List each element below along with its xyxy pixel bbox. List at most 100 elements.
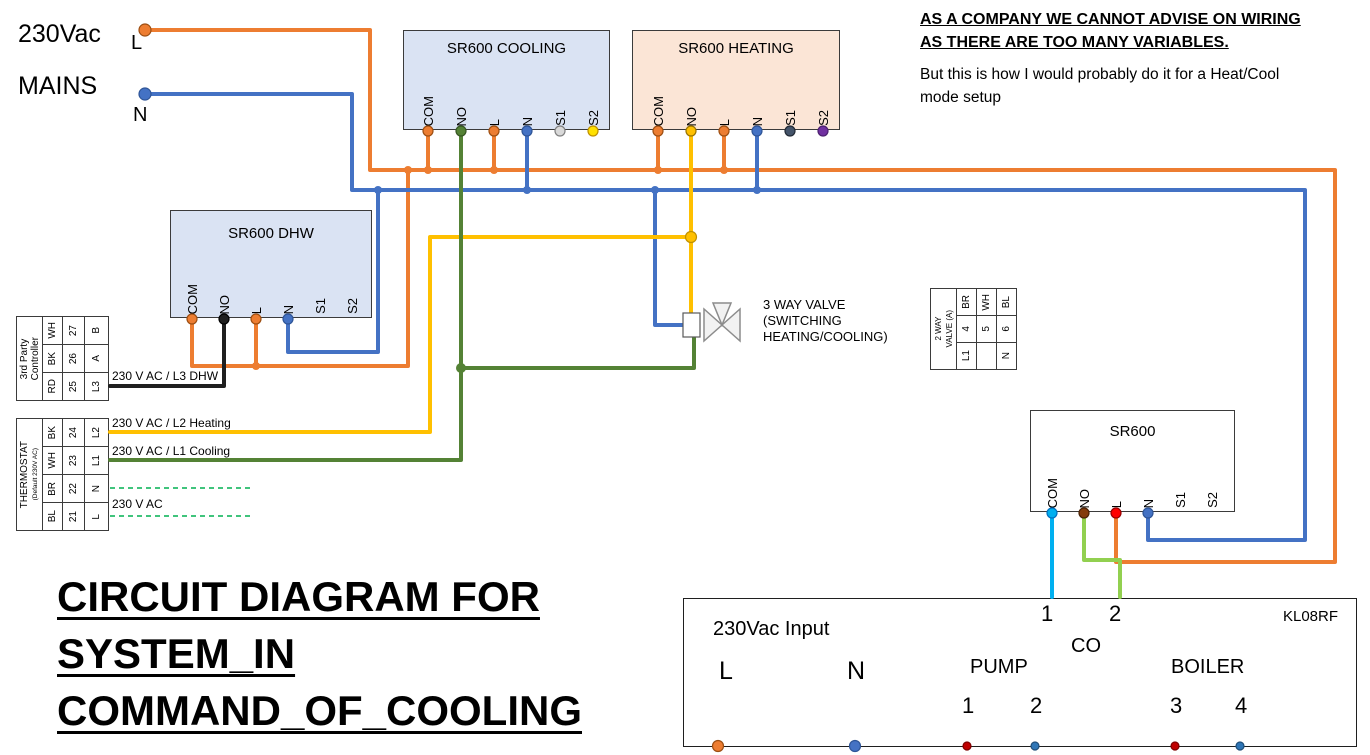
terminal-label: S2: [586, 110, 601, 126]
sr600-dhw-box: SR600 DHW COM NO L N S1 S2: [170, 210, 372, 318]
junction-dot: [424, 166, 432, 174]
kl08rf-boiler-terminal-3: 3: [1170, 693, 1183, 718]
terminal-label: L: [1109, 500, 1124, 508]
table-cell: BK: [43, 345, 63, 373]
kl08rf-co-terminal-2: 2: [1109, 601, 1122, 626]
table-cell: RD: [43, 373, 63, 401]
sr600-heating-box: SR600 HEATING COM NO L N S1 S2: [632, 30, 840, 130]
table-cell: N: [85, 475, 109, 503]
table-cell: 6: [997, 316, 1017, 343]
three-way-valve-caption: 3 WAY VALVE (SWITCHING HEATING/COOLING): [763, 297, 888, 344]
wire-co-no: [1082, 512, 1122, 599]
sr600-box: SR600 COM NO L N S1 S2: [1030, 410, 1235, 512]
junction-dot: [720, 166, 728, 174]
sr600-cooling-title: SR600 COOLING: [446, 40, 567, 57]
table-cell: 23: [63, 447, 85, 475]
three-way-valve-icon: [703, 307, 724, 343]
terminal-label: L: [717, 118, 732, 126]
junction-dot: [490, 166, 498, 174]
table-cell: WH: [43, 317, 63, 345]
terminal-label: NO: [1077, 488, 1092, 509]
junction-dot: [456, 363, 466, 373]
disclaimer-bold-text: AS A COMPANY WE CANNOT ADVISE ON WIRING …: [920, 11, 1301, 51]
thermostat-terminal-table: THERMOSTAT(Default 230V AC) BK 24 L2 WH …: [16, 418, 109, 531]
terminal-label: S1: [313, 298, 328, 314]
table-cell: 4: [957, 316, 977, 343]
mains-voltage-label: 230Vac: [18, 20, 101, 48]
wire-label-dhw: 230 V AC / L3 DHW: [112, 369, 219, 383]
table-cell: 26: [63, 345, 85, 373]
table-cell: L1: [957, 343, 977, 370]
wire-label-cooling: 230 V AC / L1 Cooling: [112, 444, 231, 458]
terminal-label: COM: [185, 283, 200, 314]
terminal-label: L: [249, 306, 264, 314]
table-cell: N: [997, 343, 1017, 370]
terminal-label: S1: [553, 110, 568, 126]
terminal-label: NO: [454, 106, 469, 127]
three-way-valve-actuator: [682, 312, 701, 338]
table-cell: WH: [977, 289, 997, 316]
terminal-label: N: [281, 304, 296, 314]
terminal-label: S1: [783, 110, 798, 126]
terminal-label: S1: [1173, 492, 1188, 508]
table-cell: 21: [63, 503, 85, 531]
sr600-cooling-box: SR600 COOLING COM NO L N S1 S2: [403, 30, 610, 130]
terminal-label: COM: [421, 95, 436, 126]
kl08rf-boiler-terminal-4: 4: [1235, 693, 1248, 718]
table-cell: 25: [63, 373, 85, 401]
junction-dot: [404, 166, 412, 174]
terminal-label: S2: [345, 298, 360, 314]
junction-dot: [523, 186, 531, 194]
kl08rf-live-label: L: [719, 657, 733, 685]
mains-live-label: L: [131, 32, 143, 54]
table-cell: A: [85, 345, 109, 373]
terminal-label: COM: [651, 95, 666, 126]
mains-neutral-label: N: [133, 104, 148, 126]
three-way-valve-icon: [720, 307, 741, 343]
disclaimer-body-text: But this is how I would probably do it f…: [920, 66, 1280, 106]
terminal-label: N: [520, 116, 535, 126]
kl08rf-pump-terminal-1: 1: [962, 693, 975, 718]
thermostat-table-label: THERMOSTAT(Default 230V AC): [17, 419, 43, 531]
table-cell: L1: [85, 447, 109, 475]
table-cell: BL: [997, 289, 1017, 316]
mains-neutral-terminal: [138, 87, 152, 101]
wire-neutral-valve: [653, 188, 686, 327]
table-cell: BR: [43, 475, 63, 503]
wire-label-heating: 230 V AC / L2 Heating: [112, 416, 231, 430]
kl08rf-box: KL08RF 230Vac Input L N 1 2 CO PUMP BOIL…: [683, 598, 1357, 747]
junction-dot: [252, 362, 260, 370]
junction-dot: [654, 166, 662, 174]
table-cell: 27: [63, 317, 85, 345]
three-way-valve-icon: [711, 302, 733, 327]
junction-dot: [753, 186, 761, 194]
terminal-label: S2: [1205, 492, 1220, 508]
wire-cooling-valve: [459, 336, 696, 370]
table-cell: BR: [957, 289, 977, 316]
junction-dot: [651, 186, 659, 194]
junction-dot: [684, 230, 698, 244]
disclaimer-note: AS A COMPANY WE CANNOT ADVISE ON WIRING …: [920, 8, 1368, 109]
table-cell: L: [85, 503, 109, 531]
sr600-dhw-title: SR600 DHW: [228, 225, 314, 242]
table-cell: WH: [43, 447, 63, 475]
kl08rf-model-label: KL08RF: [1282, 608, 1338, 625]
junction-dot: [374, 186, 382, 194]
table-cell: B: [85, 317, 109, 345]
terminal-label: N: [1141, 498, 1156, 508]
kl08rf-pump-label: PUMP: [970, 656, 1028, 678]
terminal-label: L: [487, 118, 502, 126]
terminal-label: COM: [1045, 477, 1060, 508]
terminal-label: S2: [816, 110, 831, 126]
terminal-label: N: [750, 116, 765, 126]
kl08rf-neutral-label: N: [847, 657, 866, 685]
table-cell: BK: [43, 419, 63, 447]
sr600-title: SR600: [1109, 423, 1156, 440]
sr600-heating-title: SR600 HEATING: [678, 40, 794, 57]
mains-label: MAINS: [18, 72, 98, 100]
